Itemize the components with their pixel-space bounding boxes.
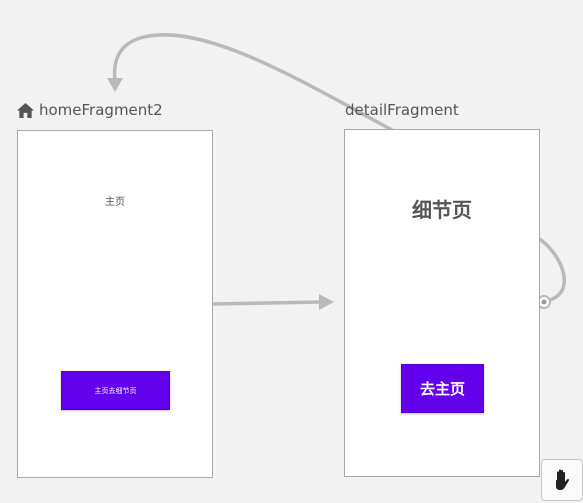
- action-detail-to-home[interactable]: [107, 32, 393, 132]
- detail-fragment-label[interactable]: detailFragment: [345, 101, 459, 119]
- home-fragment-screen[interactable]: 主页 主页去细节页: [17, 130, 213, 478]
- pan-tool-button[interactable]: [541, 459, 583, 501]
- hand-icon: [556, 469, 570, 490]
- home-fragment-label[interactable]: homeFragment2: [39, 101, 163, 119]
- home-icon: [17, 102, 34, 118]
- detail-fragment-screen[interactable]: 细节页 去主页: [344, 129, 540, 477]
- action-home-to-detail[interactable]: [212, 294, 334, 310]
- detail-page-title: 细节页: [412, 198, 472, 222]
- go-to-home-button[interactable]: 去主页: [401, 364, 484, 413]
- home-page-title: 主页: [105, 197, 125, 208]
- go-to-detail-button[interactable]: 主页去细节页: [61, 371, 170, 410]
- go-to-detail-button-label: 主页去细节页: [94, 386, 137, 395]
- detail-fragment-header: detailFragment: [345, 101, 459, 119]
- home-fragment-header: homeFragment2: [16, 101, 163, 119]
- go-to-home-button-label: 去主页: [419, 380, 465, 398]
- detail-action-handle[interactable]: [537, 236, 566, 309]
